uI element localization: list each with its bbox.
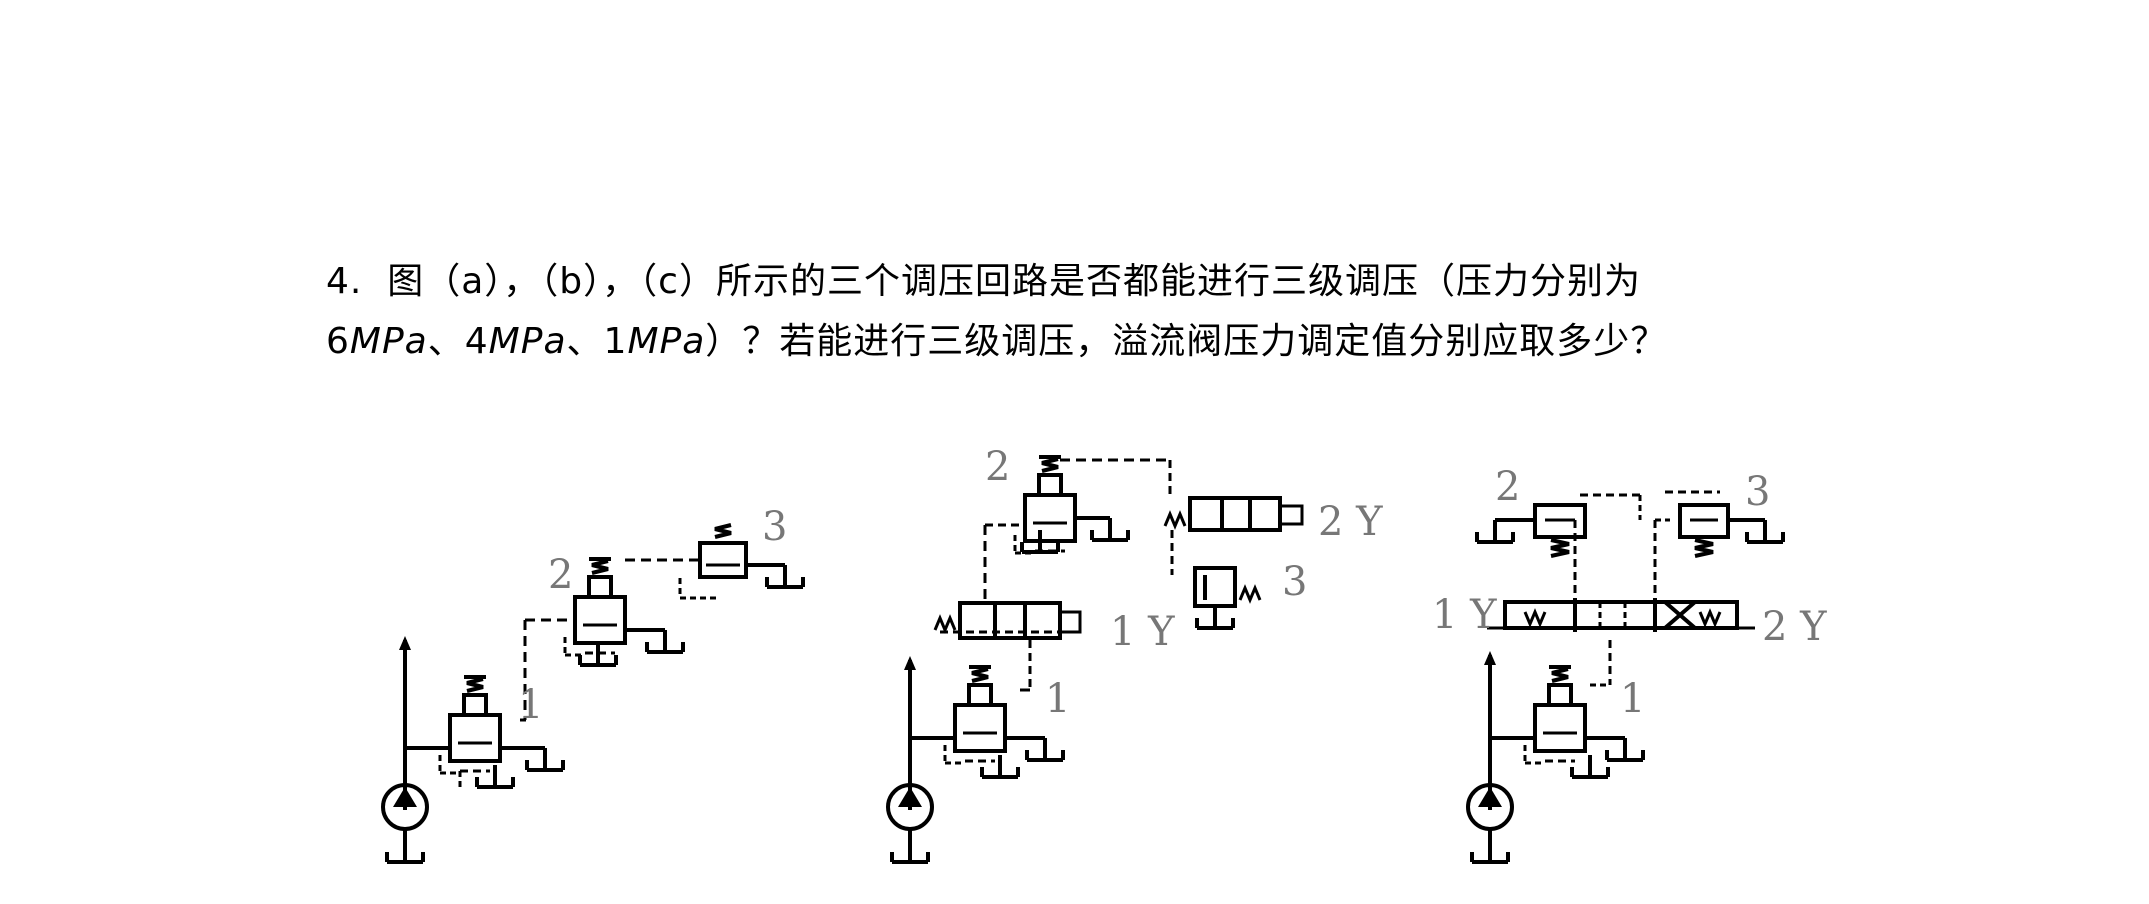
diagram-c-solenoid-1y: 1 Y (1432, 592, 1497, 638)
pressure-value-1: 6 (326, 321, 350, 362)
question-line-1: 4. 图（a），（b），（c）所示的三个调压回路是否都能进行三级调压（压力分别为 (326, 252, 2126, 312)
diagram-b-label-1: 1 (1045, 676, 1070, 722)
diagram-c-label-1: 1 (1620, 676, 1645, 722)
diagram-c: 1 2 3 1 Y 2 Y (1432, 464, 1827, 864)
diagram-a-label-3: 3 (762, 504, 787, 550)
separator-2: 、 (566, 321, 604, 362)
diagram-c-label-2: 2 (1495, 464, 1520, 510)
pressure-value-2: 4 (464, 321, 489, 362)
pressure-unit-2: MPa (488, 321, 567, 362)
pressure-unit-1: MPa (349, 321, 428, 362)
diagram-c-label-3: 3 (1745, 469, 1770, 515)
diagram-c-solenoid-2y: 2 Y (1762, 604, 1827, 650)
question-line-2: 6MPa、4MPa、1MPa）？若能进行三级调压，溢流阀压力调定值分别应取多少？ (326, 312, 2126, 372)
pressure-unit-3: MPa (627, 321, 706, 362)
pressure-value-3: 1 (603, 321, 628, 362)
diagram-b: 1 2 3 1 Y 2 Y (886, 444, 1383, 864)
question-line-1-text: 图（a），（b），（c）所示的三个调压回路是否都能进行三级调压（压力分别为 (387, 261, 1641, 302)
question-text: 4. 图（a），（b），（c）所示的三个调压回路是否都能进行三级调压（压力分别为… (326, 252, 2126, 372)
diagram-a-label-2: 2 (548, 552, 573, 598)
diagram-b-label-3: 3 (1282, 559, 1307, 605)
separator-1: 、 (427, 321, 465, 362)
diagram-b-label-2: 2 (985, 444, 1010, 490)
diagram-a-label-1: 1 (518, 682, 543, 728)
question-number: 4. (326, 261, 363, 302)
diagram-a: 1 2 3 (381, 504, 805, 864)
diagram-b-solenoid-1y: 1 Y (1110, 609, 1175, 655)
diagram-b-solenoid-2y: 2 Y (1318, 499, 1383, 545)
question-line-2-tail: ）？若能进行三级调压，溢流阀压力调定值分别应取多少？ (705, 321, 1668, 362)
